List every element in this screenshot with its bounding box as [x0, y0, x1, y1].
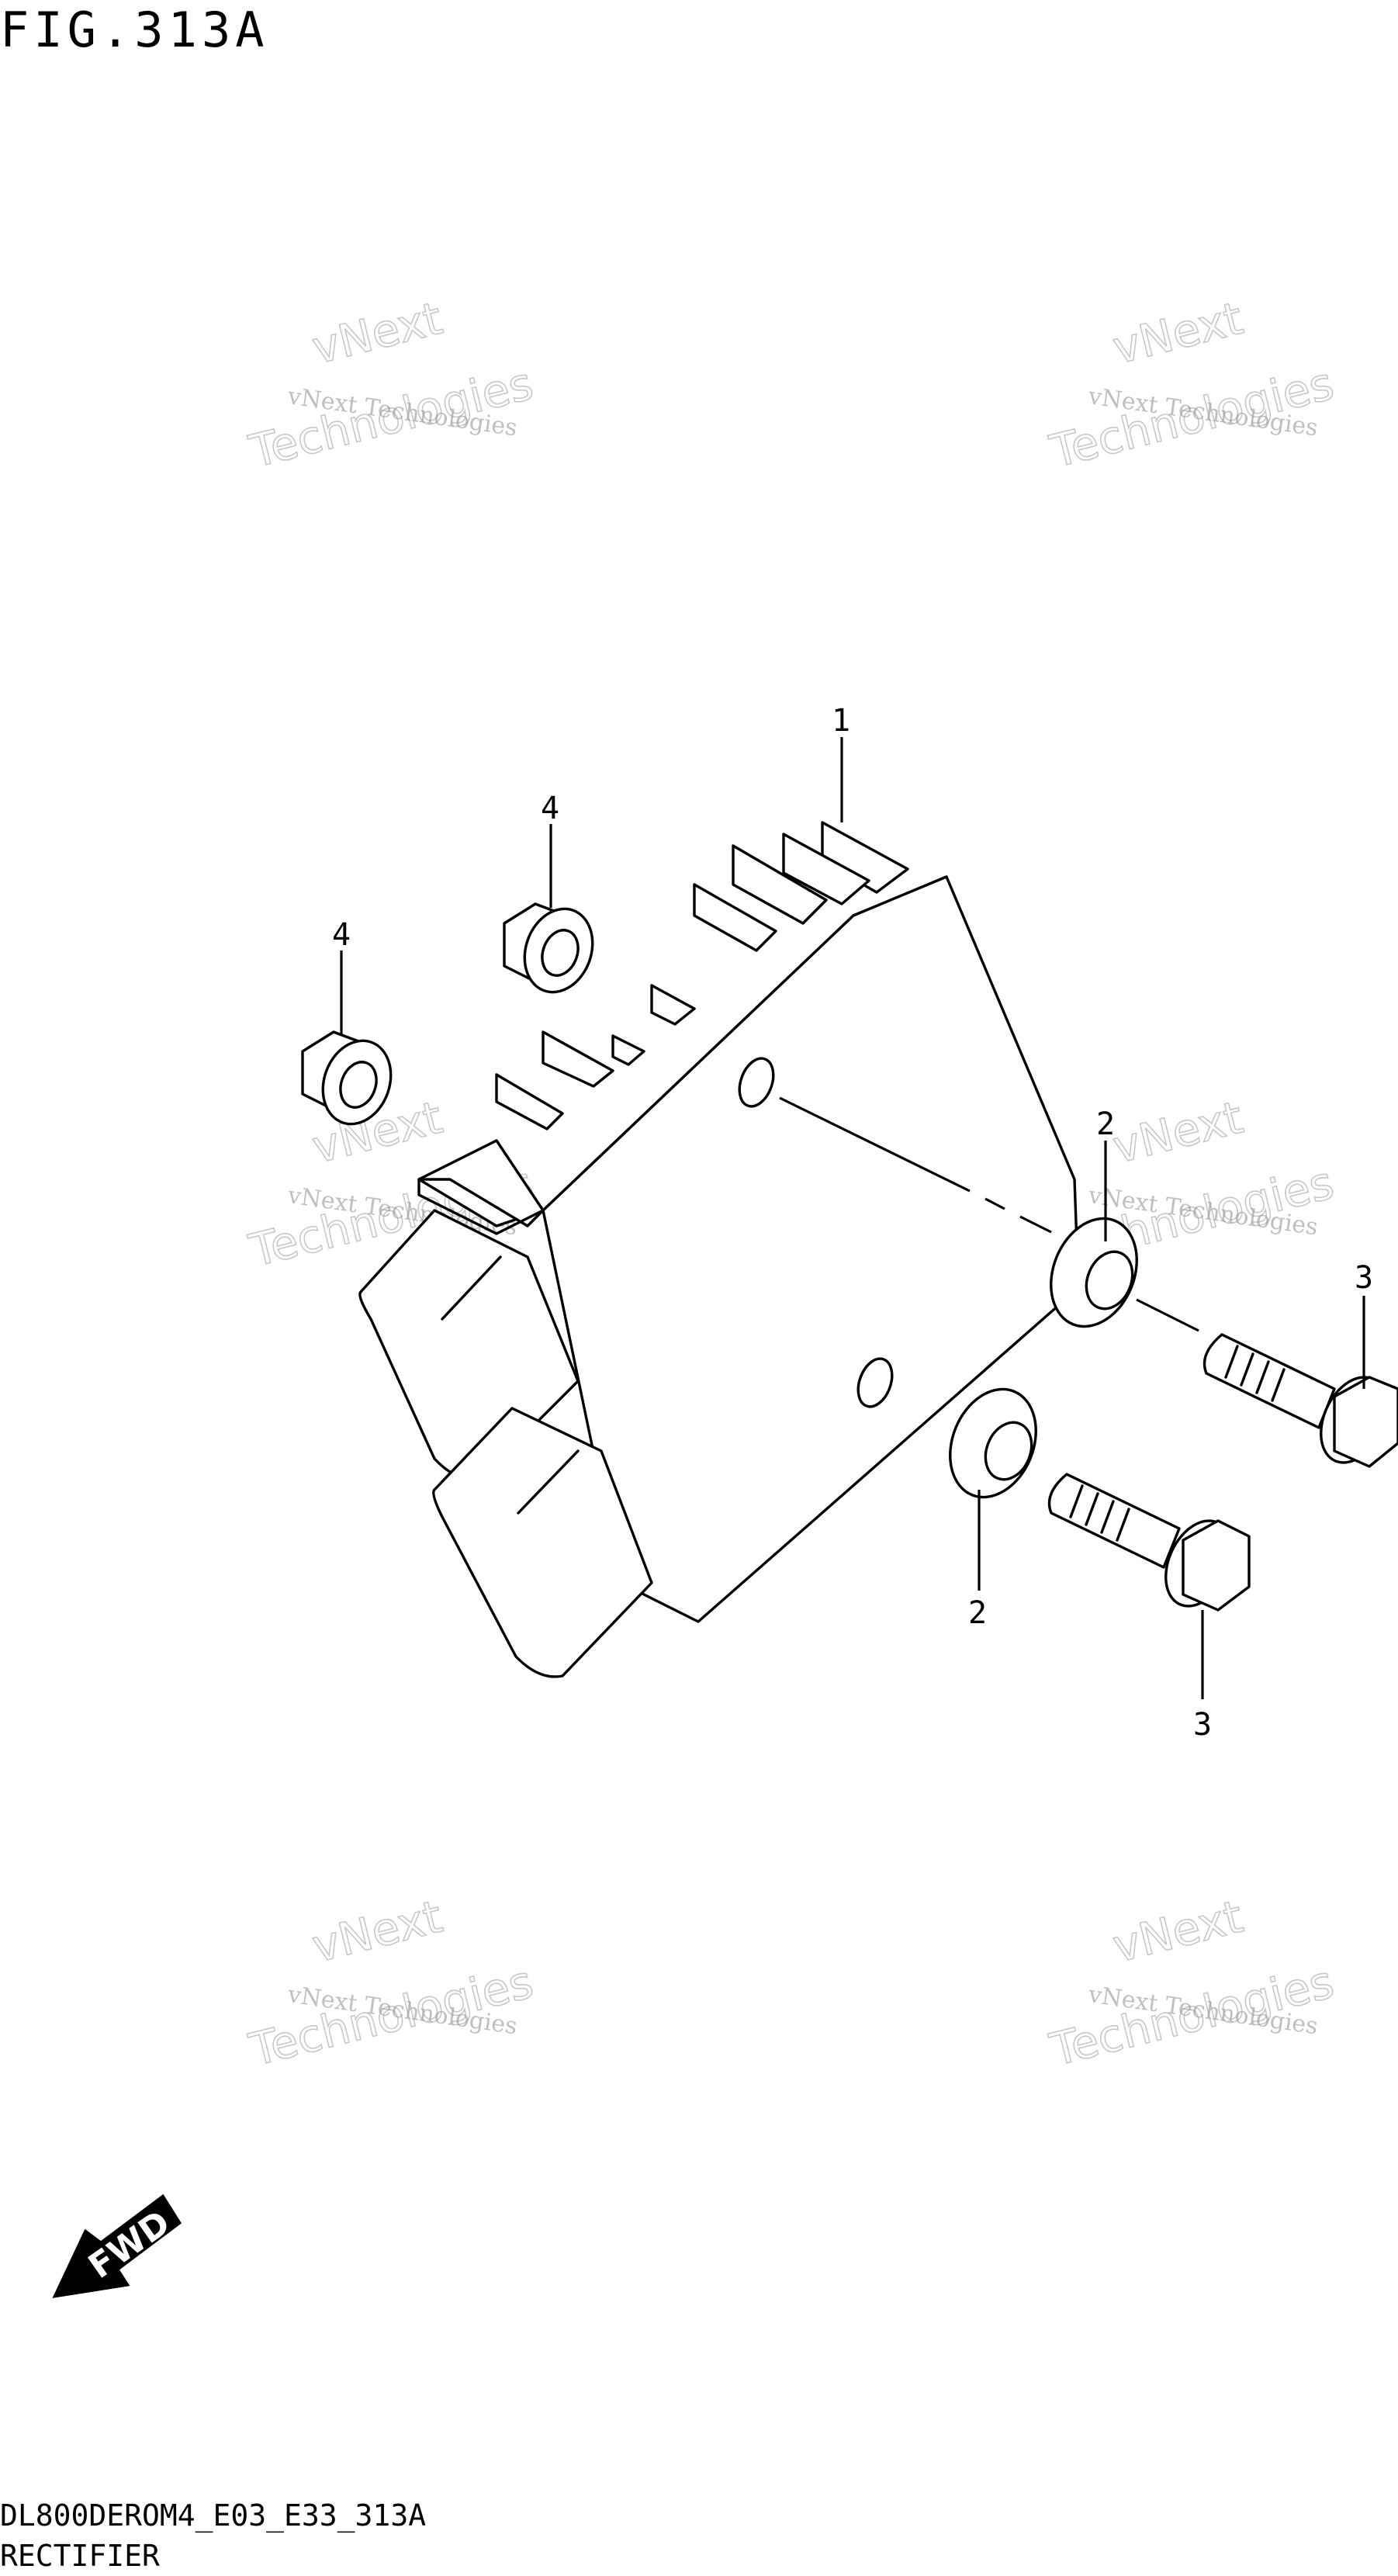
callout-label: 4: [332, 917, 351, 953]
mounting-hole: [738, 1057, 775, 1108]
watermark: vNext Technologies vNext Technologies: [1044, 291, 1340, 479]
nut-part: [301, 1030, 393, 1126]
heat-sink-fins: [495, 821, 909, 1130]
watermark-word-top: vNext: [1108, 1091, 1248, 1174]
bolt-part: [1047, 1473, 1251, 1612]
callout-label: 2: [968, 1595, 987, 1631]
watermark: vNext Technologies vNext Technologies: [1044, 1889, 1340, 2077]
watermark: vNext Technologies vNext Technologies: [244, 291, 539, 479]
assembly-center-line: [779, 1096, 1199, 1332]
callout-label: 1: [832, 703, 850, 739]
watermark-word-bottom: Technologies: [1045, 1955, 1339, 2076]
connector-lower: [432, 1407, 653, 1678]
callout-label: 2: [1096, 1106, 1115, 1142]
watermark-word-bottom: Technologies: [1045, 357, 1339, 478]
watermark-word-top: vNext: [307, 1890, 448, 1973]
callout-label: 3: [1193, 1707, 1212, 1743]
callout-label: 3: [1355, 1260, 1373, 1296]
watermark-word-bottom: Technologies: [244, 1955, 538, 2076]
callout-label: 4: [541, 791, 559, 826]
model-code: DL800DEROM4_E03_E33_313A: [0, 2498, 427, 2533]
collar-part: [1050, 1217, 1138, 1328]
figure-title: FIG.313A: [0, 2, 269, 58]
watermark-word-bottom: Technologies: [244, 357, 538, 478]
part-name: RECTIFIER: [0, 2539, 160, 2573]
watermark-word-top: vNext: [1108, 292, 1248, 375]
callout-group: 1 2 2 3 3 4 4: [332, 703, 1373, 1743]
rectifier-flange: [417, 1139, 545, 1227]
watermark: vNext Technologies vNext Technologies: [244, 1889, 539, 2077]
watermark-word-top: vNext: [307, 292, 448, 375]
fwd-label: FWD: [81, 2203, 178, 2287]
collar-part: [949, 1387, 1037, 1499]
nut-part: [503, 902, 594, 994]
watermark-word-top: vNext: [1108, 1890, 1248, 1973]
rectifier-part: [358, 821, 1080, 1678]
fwd-arrow: FWD: [52, 2193, 182, 2298]
bolt-part: [1202, 1333, 1398, 1468]
mounting-hole: [856, 1357, 894, 1408]
